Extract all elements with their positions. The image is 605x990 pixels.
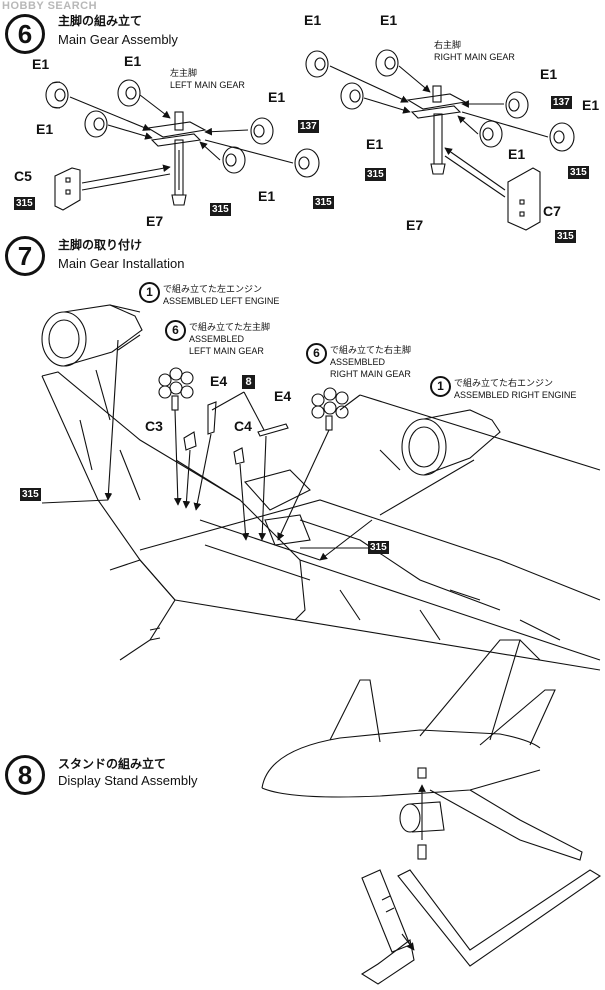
left-engine-drawing — [41, 304, 143, 501]
step-8-title-jp: スタンドの組み立て — [58, 757, 167, 771]
left-gear-assembled — [158, 367, 194, 506]
step7-parts — [41, 367, 368, 549]
part-label-e1: E1 — [366, 136, 384, 152]
right-wheels — [305, 49, 575, 152]
right-main-gear-en: RIGHT MAIN GEAR — [434, 52, 515, 62]
part-label-e1: E1 — [540, 66, 558, 82]
part-label-c3: C3 — [145, 418, 163, 434]
left-gear-bogie — [146, 111, 207, 206]
paint-tag-315: 315 — [210, 203, 231, 216]
wheel-tire — [549, 122, 575, 152]
wheel-tire — [305, 50, 329, 78]
step-6-number: 6 — [5, 14, 45, 54]
part-label-e7: E7 — [406, 217, 424, 233]
paint-tag-315: 315 — [368, 541, 389, 554]
c4-door — [233, 447, 250, 541]
paint-tag-315: 315 — [313, 196, 334, 209]
step-6-title-en: Main Gear Assembly — [58, 32, 178, 47]
paint-tag-137: 137 — [551, 96, 572, 109]
hobby-search-watermark: HOBBY SEARCH — [2, 0, 98, 12]
left-gear-assembled-en1: ASSEMBLED — [189, 334, 245, 344]
left-main-gear-jp: 左主脚 — [170, 68, 198, 78]
wheel-tire — [479, 120, 503, 148]
paint-tag-315: 315 — [14, 197, 35, 210]
wheel-tire — [84, 110, 108, 138]
part-label-e1: E1 — [380, 12, 398, 28]
part-label-e1: E1 — [268, 89, 286, 105]
left-gear-assembled-en2: LEFT MAIN GEAR — [189, 346, 264, 356]
left-engine-jp: で組み立てた左エンジン — [163, 284, 263, 294]
step-6-title-jp: 主脚の組み立て — [58, 14, 143, 28]
right-engine-drawing — [319, 409, 501, 561]
display-stand-drawing — [261, 639, 602, 985]
part-label-e1: E1 — [582, 97, 600, 113]
part-label-e1: E1 — [304, 12, 322, 28]
right-gear-assembled-en2: RIGHT MAIN GEAR — [330, 369, 411, 379]
c5-gear-door — [54, 164, 171, 211]
wheel-tire — [340, 82, 364, 110]
left-wheels — [45, 79, 320, 178]
part-label-e1: E1 — [258, 188, 276, 204]
wheel-tire — [505, 91, 529, 119]
right-gear-bogie — [406, 85, 467, 175]
paint-tag-315: 315 — [568, 166, 589, 179]
e4-left-strut — [193, 401, 217, 511]
paint-tag-137: 137 — [298, 120, 319, 133]
left-gear-assembled-jp: で組み立てた左主脚 — [189, 322, 271, 332]
c7-gear-door — [444, 147, 541, 231]
right-gear-assembled — [277, 387, 349, 541]
part-label-c4: C4 — [234, 418, 252, 434]
part-label-c5: C5 — [14, 168, 32, 184]
e4-right-strut — [257, 423, 289, 541]
step-8-title-en: Display Stand Assembly — [58, 773, 198, 788]
ref-step-1-left: 1 — [139, 282, 160, 303]
right-engine-en: ASSEMBLED RIGHT ENGINE — [454, 390, 577, 400]
step-ref-box-8: 8 — [242, 375, 255, 389]
part-label-e4: E4 — [274, 388, 292, 404]
paint-tag-315: 315 — [555, 230, 576, 243]
left-engine-en: ASSEMBLED LEFT ENGINE — [163, 296, 280, 306]
left-main-gear-en: LEFT MAIN GEAR — [170, 80, 245, 90]
step-8-number: 8 — [5, 755, 45, 795]
part-label-e1: E1 — [124, 53, 142, 69]
paint-tag-315: 315 — [20, 488, 41, 501]
ref-step-6-right: 6 — [306, 343, 327, 364]
wheel-tire — [45, 81, 69, 109]
ref-step-1-right: 1 — [430, 376, 451, 397]
part-label-e1: E1 — [508, 146, 526, 162]
step-7-title-en: Main Gear Installation — [58, 256, 185, 271]
part-label-e4: E4 — [210, 373, 228, 389]
part-label-c7: C7 — [543, 203, 561, 219]
airframe-wing — [41, 369, 601, 671]
c3-door — [182, 431, 197, 509]
step-7-number: 7 — [5, 236, 45, 276]
right-engine-jp: で組み立てた右エンジン — [454, 378, 554, 388]
step-7-title-jp: 主脚の取り付け — [58, 238, 143, 252]
wheel-tire — [294, 148, 320, 178]
part-label-e7: E7 — [146, 213, 164, 229]
wheel-tire — [375, 49, 399, 77]
wheel-tire — [222, 146, 246, 174]
right-main-gear-jp: 右主脚 — [434, 40, 462, 50]
paint-tag-315: 315 — [365, 168, 386, 181]
part-label-e1: E1 — [32, 56, 50, 72]
ref-step-6-left: 6 — [165, 320, 186, 341]
right-gear-assembled-jp: で組み立てた右主脚 — [330, 345, 412, 355]
part-label-e1: E1 — [36, 121, 54, 137]
right-gear-assembled-en1: ASSEMBLED — [330, 357, 386, 367]
wheel-tire — [250, 117, 274, 145]
wheel-tire — [117, 79, 141, 107]
